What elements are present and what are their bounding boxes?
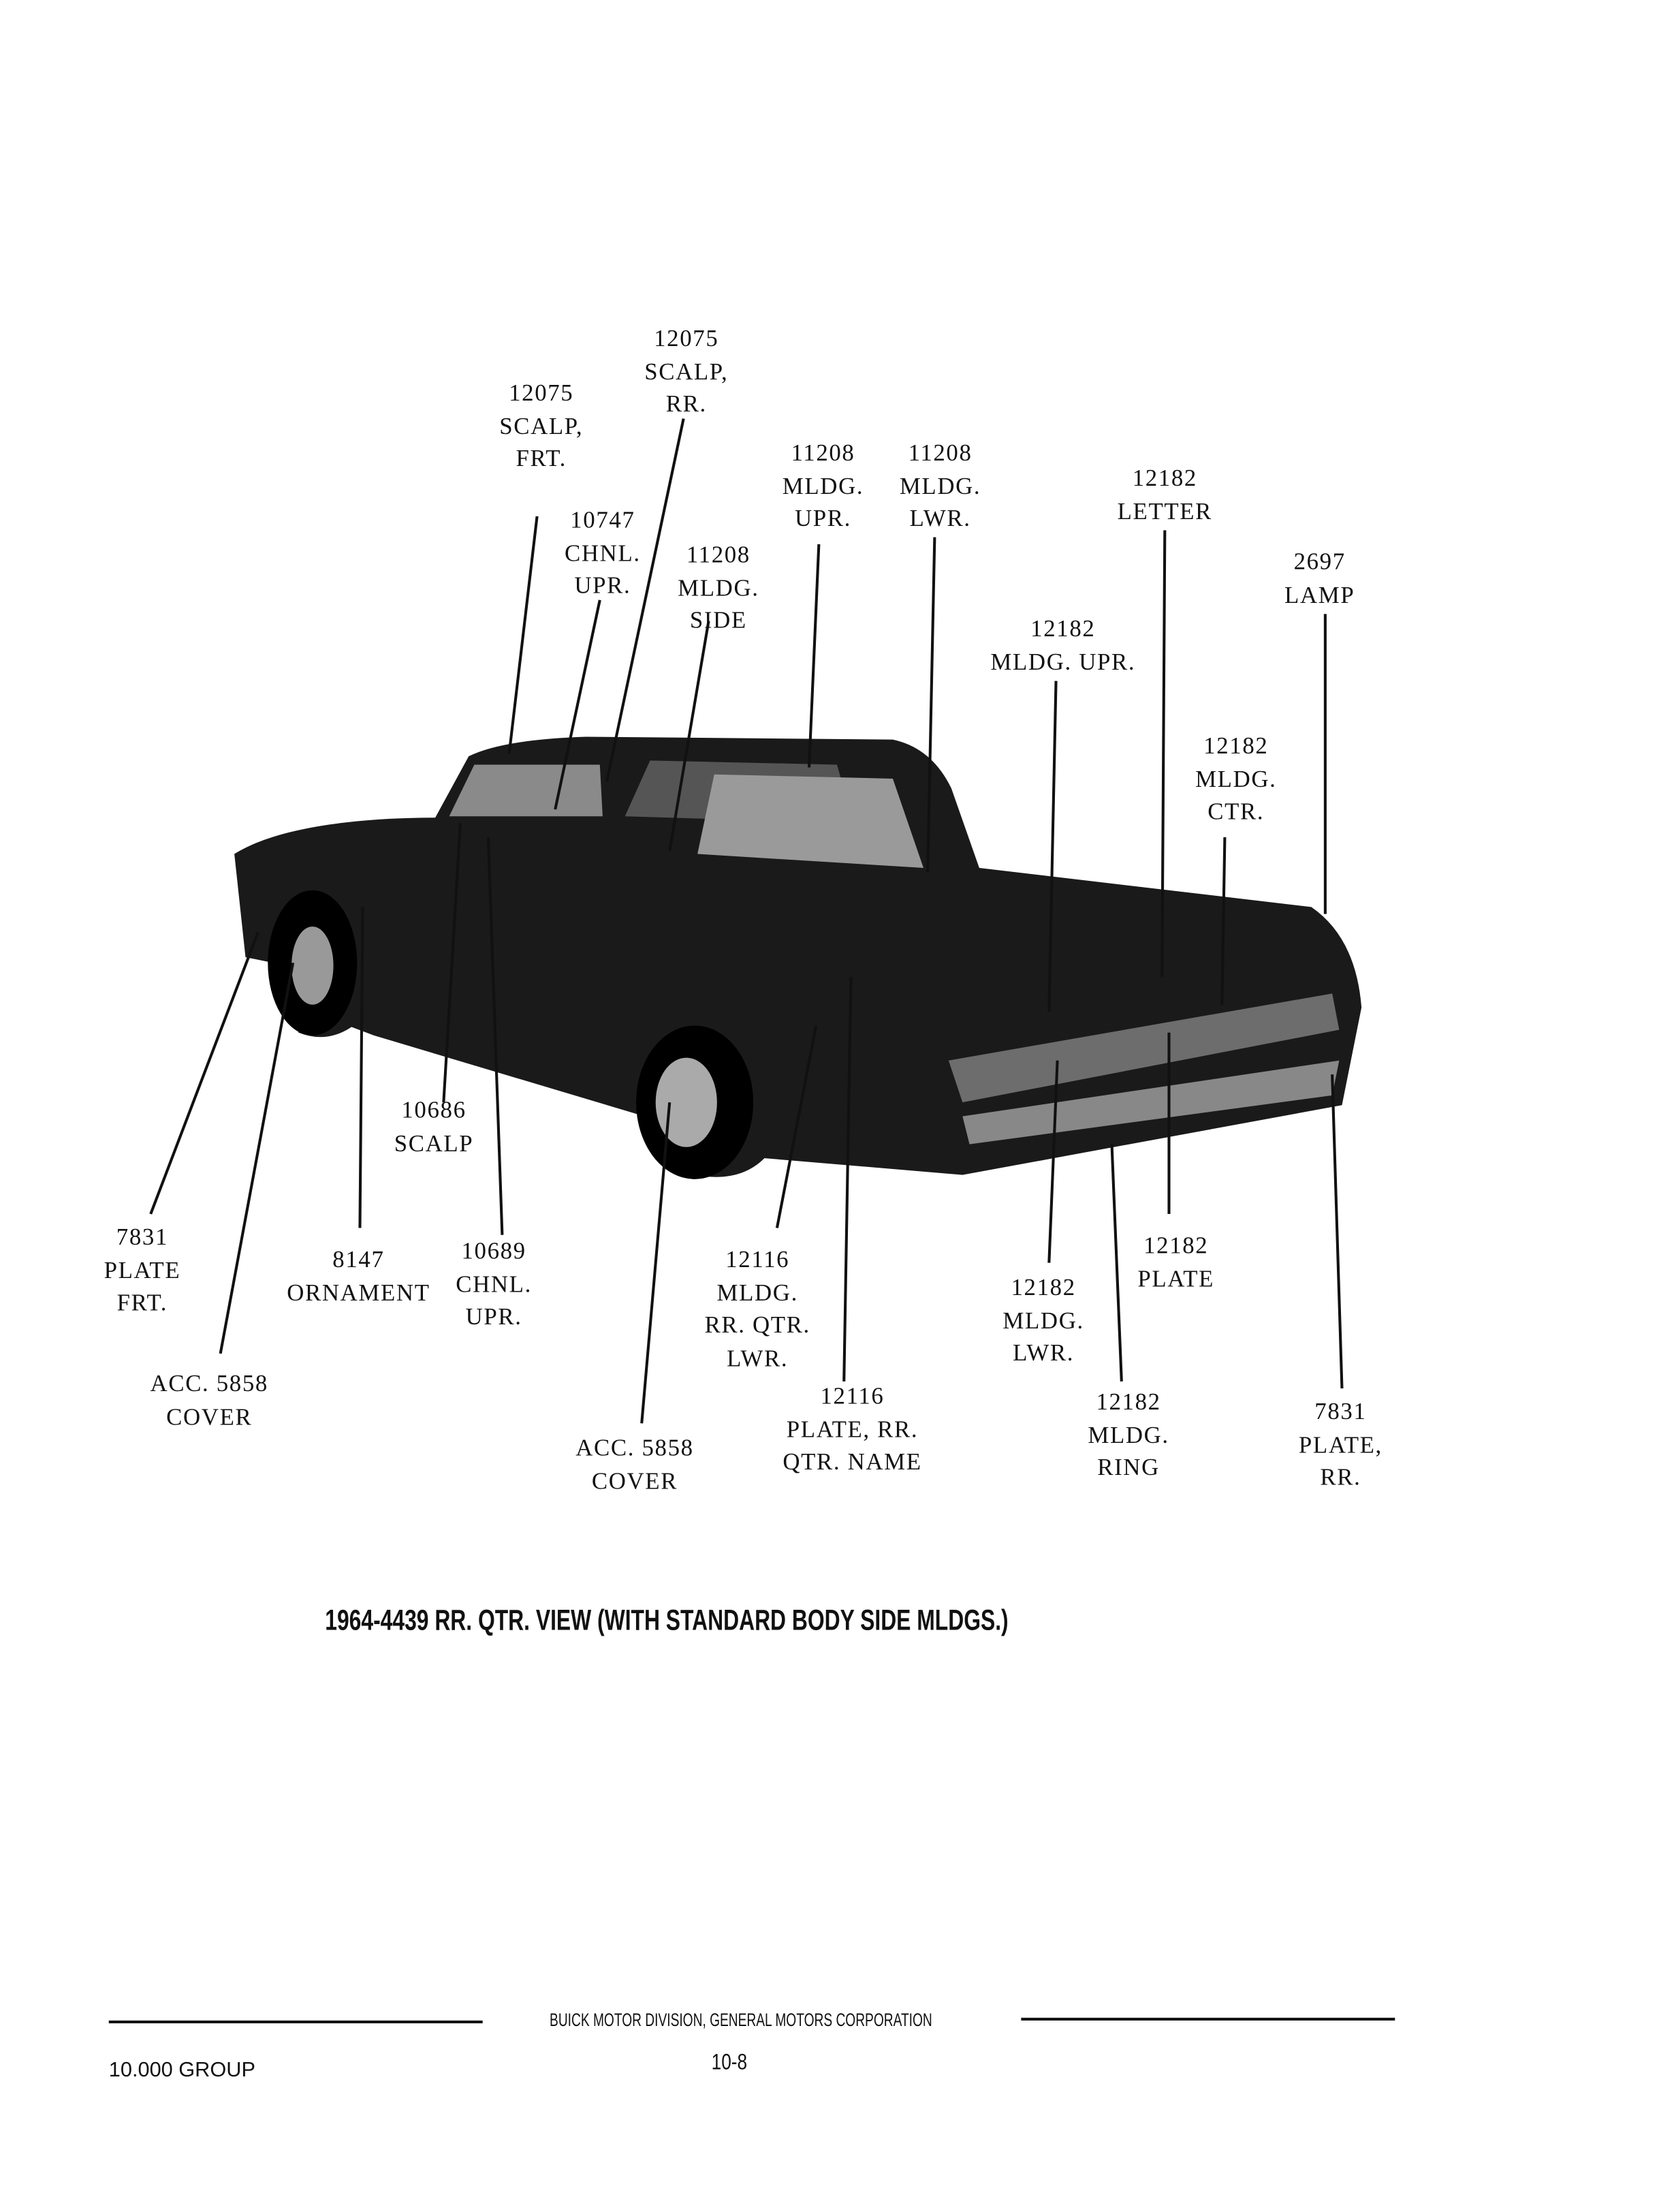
part-name: MLDG. UPR. <box>990 648 1136 675</box>
part-name: RING <box>1097 1454 1160 1481</box>
part-name: COVER <box>166 1403 253 1430</box>
part-number: 12182 <box>1011 1274 1076 1301</box>
car-body <box>234 736 1362 1179</box>
part-name: UPR. <box>794 505 852 532</box>
part-name: MLDG. <box>1002 1307 1084 1334</box>
part-name: RR. <box>665 390 707 418</box>
part-name: FRT. <box>116 1289 168 1316</box>
figure-caption: 1964-4439 RR. QTR. VIEW (WITH STANDARD B… <box>325 1604 1009 1637</box>
part-name: SCALP, <box>644 358 729 385</box>
part-name: PLATE <box>104 1256 181 1283</box>
part-name: CHNL. <box>456 1270 532 1297</box>
footer-group: 10.000 GROUP <box>108 2058 255 2083</box>
leader-lines <box>149 418 1344 1424</box>
page-number: 10-8 <box>711 2051 748 2075</box>
part-number: 12182 <box>1096 1388 1161 1415</box>
part-number: 10686 <box>401 1096 467 1123</box>
part-name: LETTER <box>1117 497 1213 525</box>
part-number: 11208 <box>791 439 855 467</box>
part-name: MLDG. <box>1088 1421 1169 1448</box>
part-name: MLDG. <box>678 574 759 601</box>
part-name: QTR. NAME <box>783 1448 922 1476</box>
part-number: 12075 <box>509 379 574 407</box>
part-name: ORNAMENT <box>287 1279 430 1306</box>
part-name: LAMP <box>1284 581 1355 608</box>
part-name: PLATE, <box>1298 1431 1383 1458</box>
part-name: LWR. <box>1013 1339 1075 1367</box>
part-number: 8147 <box>332 1246 385 1273</box>
part-name: MLDG. <box>782 472 864 499</box>
part-name: MLDG. <box>716 1279 798 1306</box>
part-name: UPR. <box>574 572 631 599</box>
part-number: ACC. 5858 <box>150 1370 268 1397</box>
part-name: SCALP, <box>499 412 584 439</box>
footer-rule-left <box>108 2020 483 2024</box>
part-name: CTR. <box>1207 798 1265 825</box>
part-name: COVER <box>591 1467 678 1494</box>
part-name: CHNL. <box>565 539 641 566</box>
part-name: RR. <box>1320 1463 1361 1491</box>
part-number: 12116 <box>725 1246 790 1273</box>
part-name: MLDG. <box>1195 765 1277 792</box>
part-name: SIDE <box>689 607 747 634</box>
footer-company: BUICK MOTOR DIVISION, GENERAL MOTORS COR… <box>550 2009 932 2031</box>
part-name: PLATE, RR. <box>786 1416 919 1442</box>
part-number: 12182 <box>1143 1232 1209 1259</box>
part-number: ACC. 5858 <box>575 1434 694 1461</box>
part-number: 2697 <box>1293 548 1346 575</box>
part-name: LWR. <box>727 1344 789 1371</box>
part-number: 11208 <box>908 439 973 467</box>
part-number: 12075 <box>654 325 719 352</box>
part-name: RR. QTR. <box>704 1311 810 1339</box>
part-name: MLDG. <box>899 472 981 499</box>
part-number: 11208 <box>686 541 751 568</box>
part-name: PLATE <box>1137 1264 1215 1292</box>
part-number: 10689 <box>461 1237 526 1264</box>
part-name: UPR. <box>465 1303 522 1330</box>
part-number: 12116 <box>820 1382 885 1409</box>
footer-rule-right <box>1021 2017 1395 2021</box>
part-number: 12182 <box>1030 615 1096 642</box>
part-number: 12182 <box>1203 732 1269 760</box>
part-name: FRT. <box>516 445 567 472</box>
part-number: 7831 <box>116 1224 169 1251</box>
part-name: SCALP <box>394 1130 474 1157</box>
part-name: LWR. <box>909 505 971 532</box>
part-number: 7831 <box>1314 1398 1367 1425</box>
part-number: 12182 <box>1132 465 1197 492</box>
part-number: 10747 <box>570 506 635 533</box>
